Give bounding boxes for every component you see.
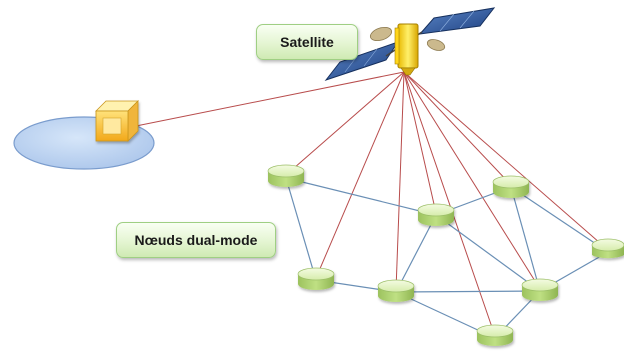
satellite-link-node-4 (315, 71, 405, 279)
dual-mode-nodes-label: Nœuds dual-mode (116, 222, 276, 258)
network-node-5 (377, 279, 415, 302)
mesh-links (285, 177, 609, 339)
network-node-7 (476, 324, 514, 346)
satellite-link-node-6 (403, 71, 541, 290)
network-node-2 (417, 203, 455, 226)
gateway-box-icon (95, 100, 139, 142)
network-node-3 (492, 175, 530, 198)
satellite-link-node-8 (403, 71, 609, 251)
mesh-link (285, 177, 437, 216)
mesh-link (285, 177, 317, 281)
satellite-link-node-1 (285, 71, 405, 176)
network-node-4 (297, 267, 335, 290)
mesh-link (510, 186, 609, 253)
mesh-link (395, 290, 541, 293)
satellite-link-node-2 (403, 71, 437, 214)
network-node-8 (591, 238, 624, 259)
satellite-link-gateway (135, 71, 405, 127)
network-node-1 (267, 164, 305, 187)
satellite-label: Satellite (256, 24, 358, 60)
network-node-6 (521, 278, 559, 301)
satellite-links (135, 71, 609, 337)
mesh-link (395, 214, 437, 293)
satellite-link-node-3 (403, 71, 512, 186)
network-nodes (267, 164, 624, 346)
satellite-link-node-5 (395, 71, 405, 291)
satellite-icon (324, 7, 496, 81)
mesh-link (510, 186, 541, 292)
mesh-link (435, 214, 541, 292)
